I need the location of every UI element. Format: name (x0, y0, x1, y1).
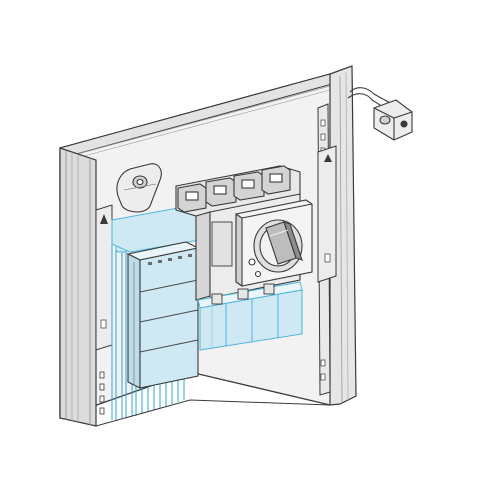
terminal-shield (197, 281, 303, 351)
right-mounting-bracket (317, 145, 337, 283)
enclosure-bottom-edge (95, 399, 331, 427)
left-side-slots (99, 371, 105, 415)
upper-hinge (116, 163, 162, 213)
rotary-handle (248, 219, 303, 278)
auxiliary-module (126, 241, 200, 389)
door-hinge-right (347, 87, 413, 141)
lower-terminals (211, 283, 275, 305)
